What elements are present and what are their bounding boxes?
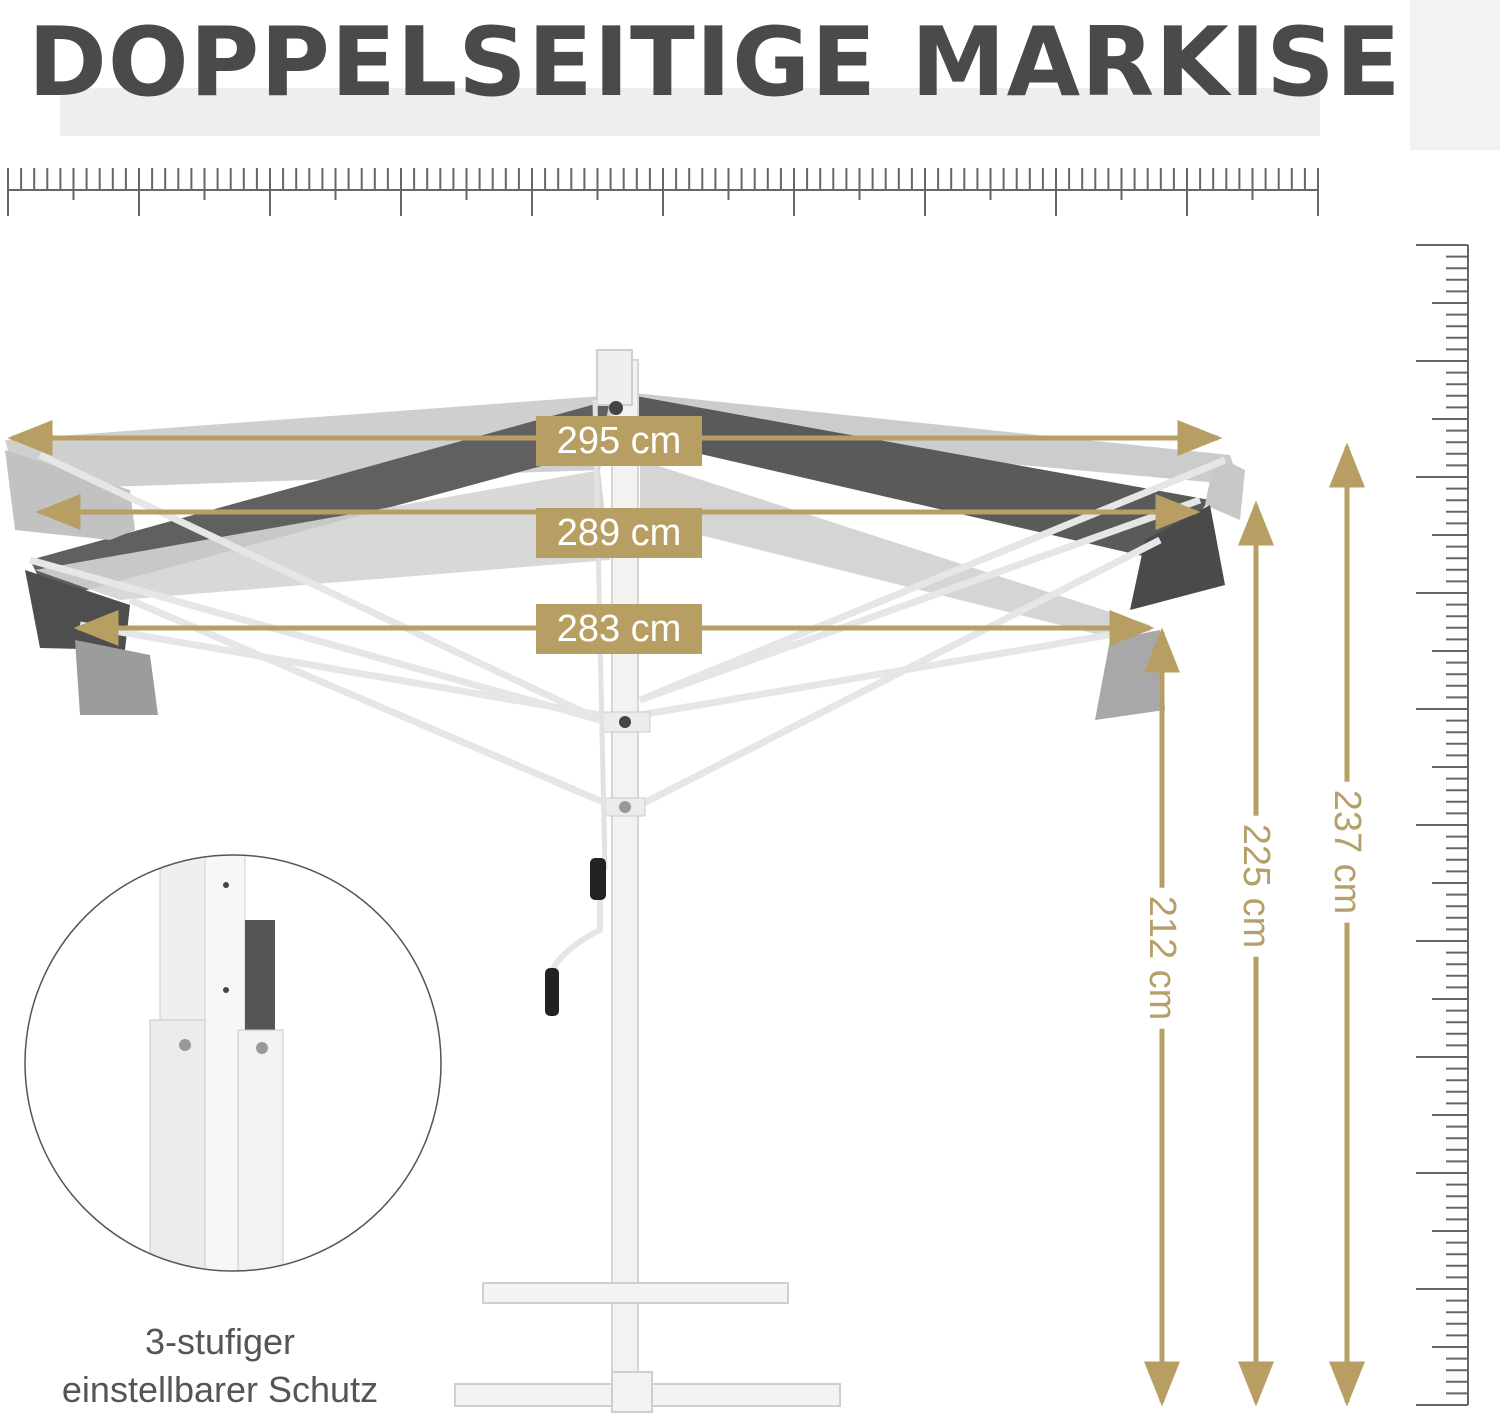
height-label-212: 212 cm <box>1140 887 1184 1029</box>
width-label-283: 283 cm <box>536 604 702 654</box>
detail-inset <box>24 854 442 1272</box>
valance-right-mid <box>1130 505 1225 610</box>
corner-swatch <box>1410 0 1500 150</box>
caption-line-1: 3-stufiger <box>144 1321 296 1362</box>
valance-left-low <box>75 640 158 715</box>
page-title: DOPPELSEITIGE MARKISE <box>28 8 1402 118</box>
caption-line-2: einstellbarer Schutz <box>61 1369 379 1410</box>
width-label-289: 289 cm <box>536 508 702 558</box>
title-underlay <box>60 88 1320 136</box>
awning-base <box>454 1282 841 1413</box>
valance-right-back <box>1205 455 1245 520</box>
hand-crank-icon <box>545 858 606 1016</box>
detail-caption: 3-stufiger einstellbarer Schutz <box>20 1318 420 1414</box>
height-label-225: 225 cm <box>1234 815 1278 957</box>
height-label-237: 237 cm <box>1325 781 1369 923</box>
width-label-295: 295 cm <box>536 416 702 466</box>
valance-right-low <box>1095 630 1165 720</box>
ruler-horizontal-icon <box>7 168 1319 216</box>
ruler-vertical-icon <box>1416 244 1469 1406</box>
